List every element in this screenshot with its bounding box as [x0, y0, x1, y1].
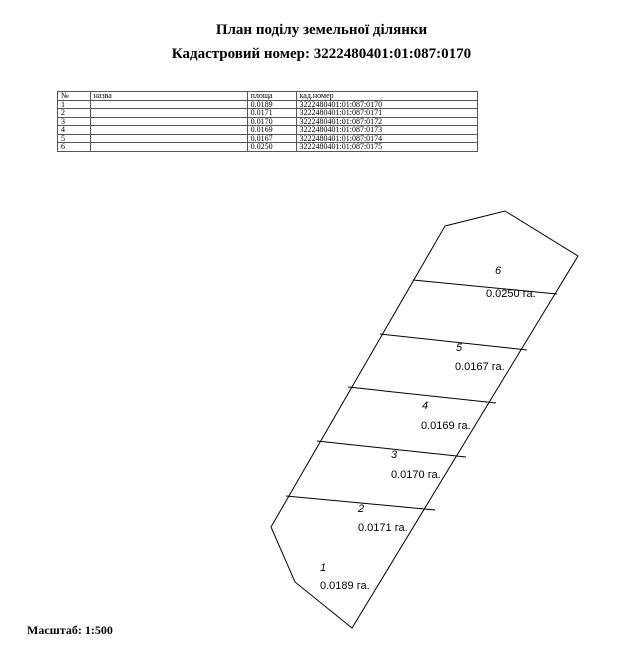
row-cadastral: 3222480401:01:087:0175 [295, 142, 479, 152]
table-row: 6 0.0250 3222480401:01:087:0175 [57, 142, 479, 152]
parcels-table: № назва площа кад.номер 1 0.0189 3222480… [57, 91, 479, 152]
parcel-number-label: 1 [320, 562, 326, 574]
scale-label: Масштаб: 1:500 [27, 623, 113, 637]
parcel-number-label: 6 [495, 265, 502, 277]
division-line [379, 333, 528, 351]
cadastral-number-heading: Кадастровий номер: 3222480401:01:087:017… [171, 46, 472, 62]
parcel-number-label: 3 [391, 449, 398, 461]
division-line [316, 440, 467, 458]
row-name [89, 142, 248, 152]
document-title: План поділу земельної ділянки [215, 22, 428, 38]
parcel-area-label: 0.0250 га. [486, 288, 536, 300]
parcel-area-label: 0.0169 га. [421, 420, 471, 432]
parcel-number-label: 5 [456, 342, 463, 354]
parcel-area-label: 0.0171 га. [358, 522, 408, 534]
parcel-area-label: 0.0167 га. [455, 361, 505, 373]
table-row: 1 0.0189 3222480401:01:087:0170 [57, 99, 479, 109]
division-line [347, 386, 497, 404]
parcel-area-label: 0.0170 га. [391, 469, 441, 481]
parcel-number-label: 2 [357, 503, 364, 515]
parcel-number-label: 4 [422, 400, 428, 412]
parcel-outline [270, 210, 579, 629]
division-line [412, 279, 558, 295]
division-line [285, 495, 436, 511]
parcel-area-label: 0.0189 га. [320, 580, 370, 592]
